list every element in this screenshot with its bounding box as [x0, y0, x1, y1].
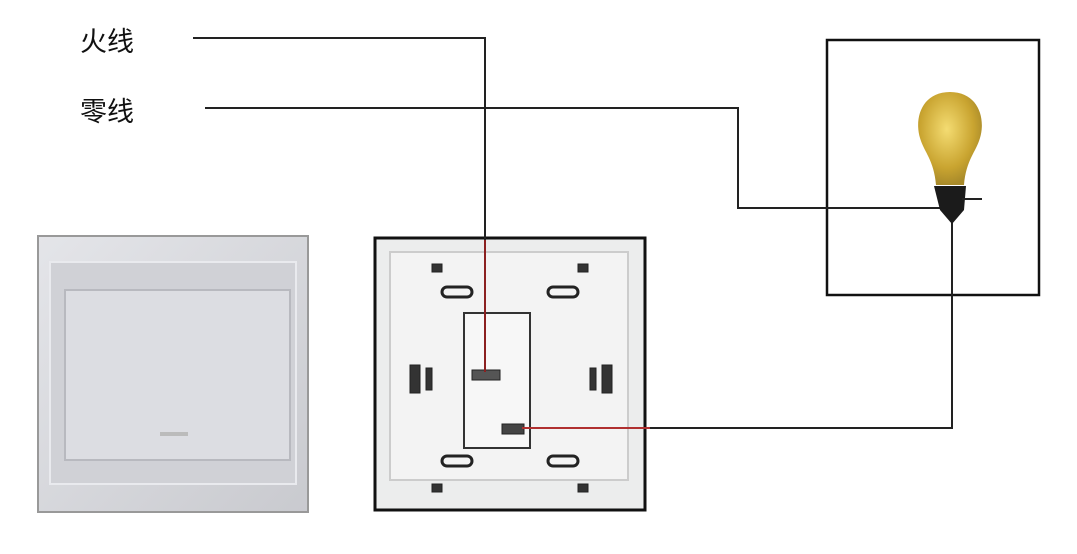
live-wire-label: 火线	[80, 27, 134, 58]
live-wire	[193, 37, 486, 240]
switch-back	[373, 236, 647, 512]
indicator-icon	[160, 432, 188, 436]
neutral-wire-label: 零线	[80, 97, 134, 128]
light-bulb-icon	[918, 92, 982, 224]
switch-front	[37, 235, 309, 513]
switched-wire-to-lamp	[650, 222, 953, 429]
neutral-wire	[205, 107, 945, 209]
lamp-box	[825, 38, 1041, 297]
